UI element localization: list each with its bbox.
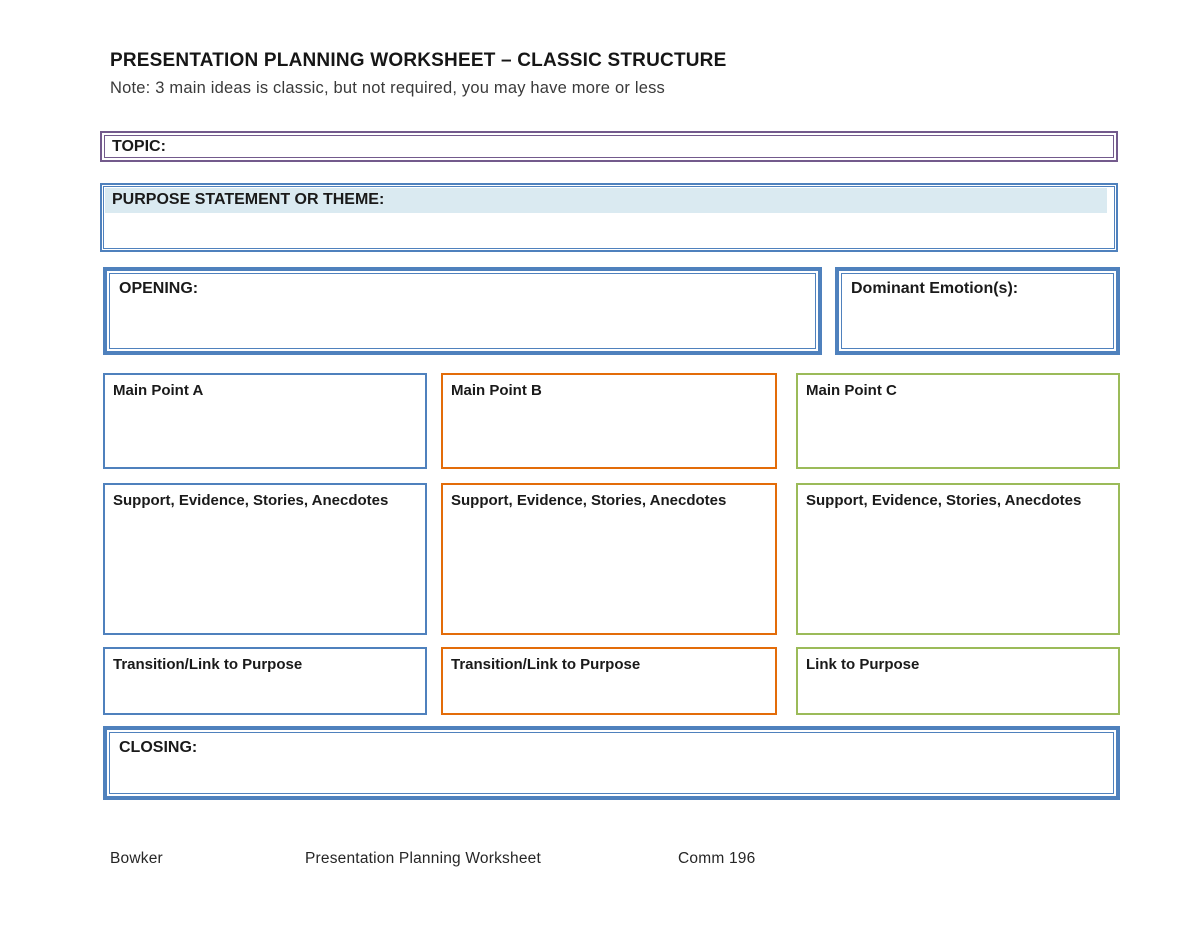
main-point-a-label: Main Point A <box>113 382 204 399</box>
dominant-emotion-label: Dominant Emotion(s): <box>851 280 1019 297</box>
page-note: Note: 3 main ideas is classic, but not r… <box>110 79 665 97</box>
opening-box[interactable]: OPENING: <box>103 267 822 355</box>
transition-c-label: Link to Purpose <box>806 656 920 673</box>
transition-c-box[interactable]: Link to Purpose <box>796 647 1120 715</box>
support-c-box[interactable]: Support, Evidence, Stories, Anecdotes <box>796 483 1120 635</box>
purpose-label: PURPOSE STATEMENT OR THEME: <box>112 191 385 208</box>
support-b-box[interactable]: Support, Evidence, Stories, Anecdotes <box>441 483 777 635</box>
footer-document-title: Presentation Planning Worksheet <box>305 850 541 867</box>
transition-b-box[interactable]: Transition/Link to Purpose <box>441 647 777 715</box>
main-point-b-box[interactable]: Main Point B <box>441 373 777 469</box>
topic-label: TOPIC: <box>112 138 166 155</box>
footer-course: Comm 196 <box>678 850 756 867</box>
closing-label: CLOSING: <box>119 739 198 756</box>
purpose-highlight-bar: PURPOSE STATEMENT OR THEME: <box>105 188 1107 213</box>
support-a-box[interactable]: Support, Evidence, Stories, Anecdotes <box>103 483 427 635</box>
main-point-b-label: Main Point B <box>451 382 542 399</box>
main-point-a-box[interactable]: Main Point A <box>103 373 427 469</box>
topic-box[interactable]: TOPIC: <box>100 131 1118 162</box>
transition-b-label: Transition/Link to Purpose <box>451 656 641 673</box>
closing-box[interactable]: CLOSING: <box>103 726 1120 800</box>
purpose-box[interactable]: PURPOSE STATEMENT OR THEME: <box>100 183 1118 252</box>
support-a-label: Support, Evidence, Stories, Anecdotes <box>113 492 389 509</box>
dominant-emotion-box[interactable]: Dominant Emotion(s): <box>835 267 1120 355</box>
footer-author: Bowker <box>110 850 163 867</box>
transition-a-label: Transition/Link to Purpose <box>113 656 303 673</box>
opening-label: OPENING: <box>119 280 199 297</box>
transition-a-box[interactable]: Transition/Link to Purpose <box>103 647 427 715</box>
page-title: PRESENTATION PLANNING WORKSHEET – CLASSI… <box>110 50 727 71</box>
support-b-label: Support, Evidence, Stories, Anecdotes <box>451 492 727 509</box>
main-point-c-box[interactable]: Main Point C <box>796 373 1120 469</box>
support-c-label: Support, Evidence, Stories, Anecdotes <box>806 492 1082 509</box>
main-point-c-label: Main Point C <box>806 382 897 399</box>
